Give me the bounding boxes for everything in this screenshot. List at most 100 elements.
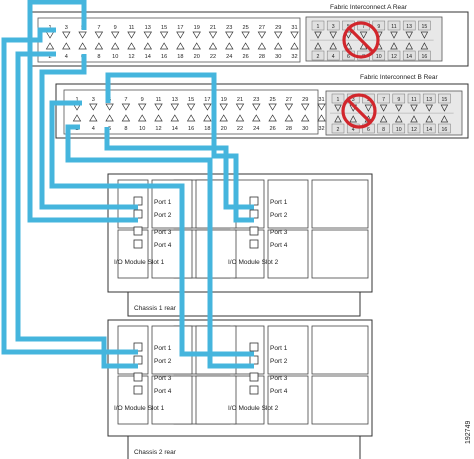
iom-port-label: Port 1 [270,199,288,206]
fabric-port-label: 21 [210,25,216,31]
fabric-port-label: 4 [92,126,95,132]
expansion-port-label: 1 [317,24,320,30]
fabric-port-label: 13 [145,25,151,31]
chassis-blade [267,375,309,425]
expansion-port-label: 7 [382,97,385,103]
iom-port-label: Port 3 [154,229,172,236]
fabric-port [225,31,234,39]
iom-port-label: Port 4 [154,242,172,249]
fabric-port-label: 16 [188,126,194,132]
fabric-port [208,42,218,50]
fabric-port [105,103,114,111]
expansion-port [331,123,345,134]
fabric-port-label: 8 [124,126,127,132]
chassis-blade [267,325,309,375]
expansion-port [410,115,418,123]
chassis-blade-slot [311,325,369,375]
fabric-a-title: Fabric Interconnect A Rear [330,4,408,11]
chassis-blade-slot [233,229,265,279]
fabric-port [257,31,267,39]
fabric-port [170,103,180,111]
expansion-port-label: 3 [332,24,335,30]
expansion-port [379,104,388,112]
iom-port [249,226,259,236]
iom-port [133,226,143,236]
expansion-port-label: 15 [422,24,428,30]
cable-fi-a-port-5-to-chassis-1-slot-1-port-2 [27,0,138,223]
chassis-blade-slot [311,229,369,279]
expansion-port-label: 10 [396,127,402,133]
iom-port-label: Port 3 [154,375,172,382]
fabric-port [143,31,153,39]
cable-fi-b-port-2-to-chassis-2-slot-2-port-2 [65,124,254,369]
iom-port-label: Port 3 [270,229,288,236]
expansion-port-label: 10 [376,54,382,60]
expansion-port [387,50,401,61]
fabric-port-label: 2 [48,54,51,60]
expansion-port [438,93,451,104]
fabric-b-prohibited-icon [341,93,377,129]
fabric-port-label: 22 [237,126,243,132]
fabric-port-label: 7 [97,25,100,31]
fabric-port [219,103,228,111]
fabric-port [186,114,196,122]
fabric-port [290,31,299,39]
expansion-port [344,31,353,39]
iom-port [133,385,143,395]
fabric-port [62,42,71,50]
fabric-port [137,103,147,111]
fabric-port-label: 4 [65,54,68,60]
chassis-1-slot-1-label: I/O Module Slot 1 [114,259,165,266]
chassis-blade [195,229,237,279]
fabric-port [268,103,277,111]
chassis-2-slot-2-label: I/O Module Slot 2 [228,405,279,412]
fabric-port [45,42,55,50]
fabric-port-label: 29 [275,25,281,31]
fabric-port [121,103,131,111]
expansion-port [372,50,386,61]
expansion-divider [310,39,434,41]
expansion-port [377,93,390,104]
iom-port [249,385,259,395]
cable-fi-a-port-2-to-chassis-2-slot-1-port-2 [15,51,138,369]
expansion-port [418,20,431,31]
expansion-port-label: 6 [367,127,370,133]
fabric-port [137,114,147,122]
fabric-port [154,114,163,122]
expansion-port-label: 15 [442,97,448,103]
fabric-port-label: 24 [253,126,259,132]
chassis-blade-slot [117,375,149,425]
figure-id: 192749 [465,421,472,444]
fabric-port-label: 11 [129,25,135,31]
expansion-port [420,42,429,50]
fabric-port [219,114,228,122]
fabric-port-label: 32 [318,126,324,132]
expansion-port [402,20,416,31]
fabric-port-label: 20 [194,54,200,60]
expansion-port [402,50,416,61]
fabric-port [192,42,201,50]
iom-port-label: Port 1 [270,345,288,352]
fabric-port [252,103,261,111]
fabric-port [105,114,114,122]
iom-port-label: Port 4 [270,388,288,395]
fabric-port-label: 23 [253,97,259,103]
fabric-port-label: 24 [226,54,232,60]
expansion-port [407,123,421,134]
cable-fi-b-port-6-to-chassis-1-slot-2-port-1 [104,127,254,210]
fabric-port-label: 18 [204,126,210,132]
fabric-port [252,114,261,122]
chassis-blade [151,229,193,279]
fabric-port-label: 25 [242,25,248,31]
iom-port-label: Port 2 [154,358,172,365]
fabric-port [235,103,245,111]
fabric-port [110,31,120,39]
fabric-a-prohibited-icon [342,21,380,59]
fabric-port [159,42,169,50]
expansion-port [349,115,357,123]
expansion-port [311,50,325,61]
fabric-port [317,114,326,122]
expansion-port-label: 6 [347,54,350,60]
fabric-b-title: Fabric Interconnect B Rear [360,74,439,81]
